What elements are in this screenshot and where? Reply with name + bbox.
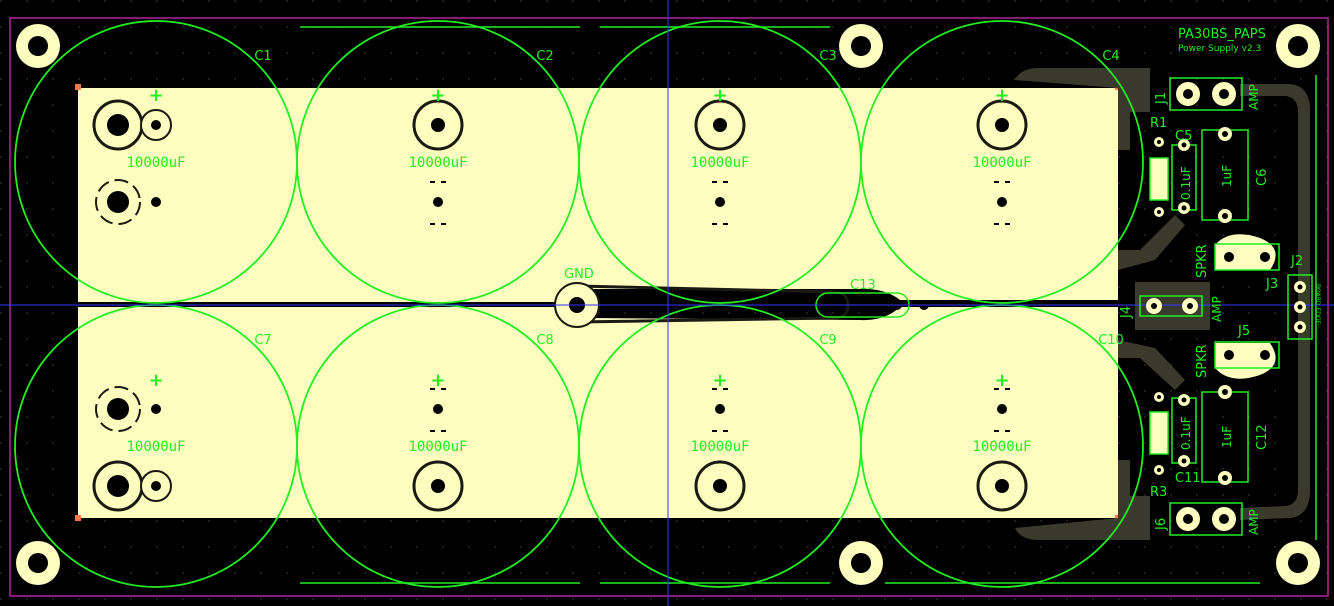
c12-ref: C12 [1255, 424, 1270, 450]
capacitor-ref: C1 [254, 49, 271, 64]
c11-ref: C11 [1175, 471, 1201, 486]
j3-label: SPKR [1195, 244, 1210, 278]
c11-value: 0.1uF [1179, 416, 1193, 450]
polarity-plus: + [994, 85, 1009, 106]
mounting-hole [839, 24, 883, 68]
capacitor-value: 10000uF [408, 155, 467, 171]
capacitor-c3: +10000uF C3 [578, 20, 862, 304]
capacitor-ref: C3 [819, 49, 836, 64]
j6-ref: J6 [1154, 518, 1169, 531]
right-components [1139, 77, 1313, 536]
edge-silkscreen [300, 26, 1317, 584]
mounting-holes [16, 24, 1320, 585]
copper-pour-bottom [78, 307, 1118, 518]
polarity-plus: + [430, 370, 445, 391]
j6-label: AMP [1247, 509, 1261, 535]
c12-value: 1uF [1220, 426, 1234, 448]
capacitor-value: 10000uF [690, 155, 749, 171]
large-capacitors: +10000uF C1 +10000uF C2 +10000uF C3 +10000uF C4… [14, 20, 1144, 588]
capacitor-value: 10000uF [126, 155, 185, 171]
j2-edge-text: BOARD EDGE [1314, 284, 1321, 324]
capacitor-value: 10000uF [972, 439, 1031, 455]
polarity-plus: + [148, 85, 163, 106]
c5-ref: C5 [1175, 129, 1192, 144]
j1-ref: J1 [1154, 92, 1169, 105]
mounting-hole [1276, 541, 1320, 585]
j3-ref: J3 [1265, 277, 1278, 292]
j4-ref: J4 [1119, 306, 1134, 319]
board-title: PA30BS_PAPS [1178, 27, 1266, 42]
mounting-hole [16, 541, 60, 585]
polarity-plus: + [148, 370, 163, 391]
polarity-plus: + [712, 370, 727, 391]
capacitor-ref: C9 [819, 333, 836, 348]
c6-ref: C6 [1255, 169, 1270, 186]
silkscreen-text: PA30BS_PAPS Power Supply v2.3 GND C13 R1… [564, 27, 1321, 535]
j1-label: AMP [1247, 84, 1261, 110]
polarity-plus: + [712, 85, 727, 106]
board-subtitle: Power Supply v2.3 [1178, 44, 1261, 54]
mounting-hole [839, 541, 883, 585]
copper-pour-top [78, 88, 1118, 302]
capacitor-ref: C2 [536, 49, 553, 64]
polarity-plus: + [430, 85, 445, 106]
j4-label: AMP [1210, 296, 1224, 322]
polarity-plus: + [994, 370, 1009, 391]
capacitor-value: 10000uF [408, 439, 467, 455]
mounting-hole [1276, 24, 1320, 68]
c5-value: 0.1uF [1179, 166, 1193, 200]
j5-label: SPKR [1195, 344, 1210, 378]
capacitor-ref: C8 [536, 333, 553, 348]
capacitor-c4: +10000uF C4 [860, 20, 1144, 304]
capacitor-ref: C4 [1102, 49, 1119, 64]
capacitor-value: 10000uF [126, 439, 185, 455]
r1-ref: R1 [1150, 116, 1167, 131]
c6-value: 1uF [1220, 165, 1234, 187]
capacitor-ref: C10 [1098, 333, 1124, 348]
c13-ref: C13 [850, 278, 876, 293]
capacitor-c7: +10000uF C7 [14, 304, 298, 588]
copper-traces [1015, 68, 1310, 540]
capacitor-value: 10000uF [690, 439, 749, 455]
capacitor-ref: C7 [254, 333, 271, 348]
capacitor-value: 10000uF [972, 155, 1031, 171]
board-outline [9, 17, 1329, 597]
j5-ref: J5 [1237, 324, 1250, 339]
gnd-label: GND [564, 267, 594, 282]
j2-ref: J2 [1290, 254, 1303, 269]
r3-ref: R3 [1150, 485, 1167, 500]
capacitor-c9: +10000uF C9 [578, 304, 862, 588]
mounting-hole [16, 24, 60, 68]
